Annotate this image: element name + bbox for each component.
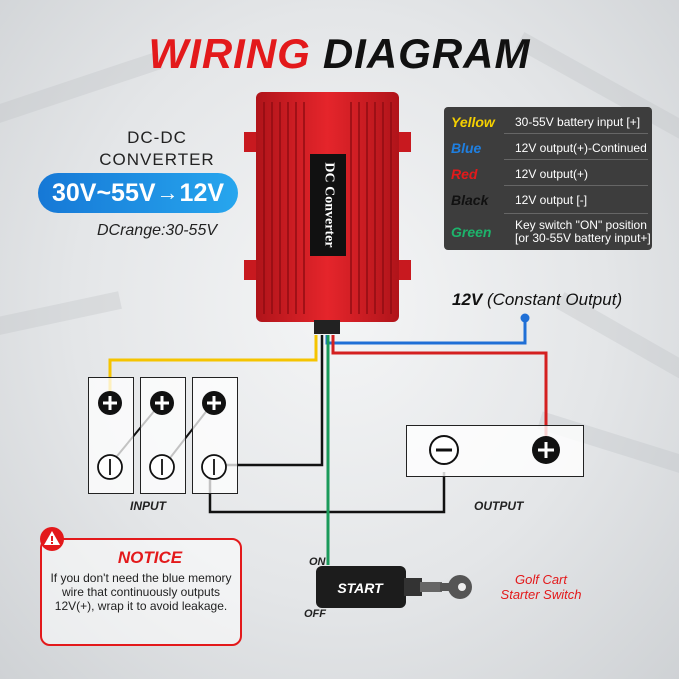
dc-range-text: DCrange:30-55V	[96, 222, 218, 239]
minus-icon	[201, 454, 227, 480]
output-note-text: (Constant Output)	[486, 290, 623, 309]
golf-cart-label: Golf Cart Starter Switch	[486, 572, 596, 602]
legend-name-red: Red	[451, 166, 478, 182]
legend-desc-red: 12V output(+)	[515, 166, 589, 181]
plus-icon	[202, 391, 226, 415]
blue-wire-terminal	[520, 313, 530, 323]
legend-name-blue: Blue	[451, 140, 482, 156]
notice-box	[40, 538, 242, 646]
start-label: START	[337, 580, 383, 596]
wire-color-legend: Yellow 30-55V battery input [+] Blue 12V…	[444, 107, 652, 250]
range-to: 12V	[179, 178, 225, 207]
golf-cart-line2: Starter Switch	[500, 587, 582, 602]
legend-desc-green: Key switch "ON" position	[515, 218, 647, 232]
legend-desc-blue: 12V output(+)-Continued	[515, 140, 647, 155]
on-label: ON	[309, 556, 326, 568]
legend-row-black: Black 12V output [-]	[444, 189, 652, 211]
output-note: 12V (Constant Output)	[452, 290, 622, 310]
converter-label-line1: DC-DC	[127, 128, 187, 147]
legend-row-yellow: Yellow 30-55V battery input [+]	[444, 111, 652, 133]
key-icon	[440, 575, 472, 599]
legend-row-blue: Blue 12V output(+)-Continued	[444, 137, 652, 159]
off-label: OFF	[304, 608, 326, 620]
minus-icon	[149, 454, 175, 480]
warning-icon	[40, 527, 64, 551]
voltage-range-pill: 30V~55V → 12V	[38, 173, 238, 213]
minus-icon	[97, 454, 123, 480]
legend-desc-black: 12V output [-]	[515, 192, 588, 207]
output-note-value: 12V	[452, 290, 483, 309]
title-word-wiring: WIRING	[148, 30, 311, 77]
plus-icon	[150, 391, 174, 415]
legend-name-black: Black	[451, 192, 489, 208]
input-label: INPUT	[130, 499, 166, 513]
notice-text: If you don't need the blue memory wire t…	[50, 571, 232, 613]
plus-icon	[532, 436, 560, 464]
converter-label-line2: CONVERTER	[99, 150, 215, 169]
range-from: 30V~55V	[51, 178, 156, 207]
legend-desc-yellow: 30-55V battery input [+]	[515, 114, 641, 129]
title-word-diagram: DIAGRAM	[322, 30, 531, 77]
range-arrow: →	[156, 180, 179, 205]
legend-row-red: Red 12V output(+)	[444, 163, 652, 185]
dc-converter-device	[244, 92, 411, 334]
plus-icon	[98, 391, 122, 415]
output-label: OUTPUT	[474, 499, 524, 513]
black-wire-neg-input	[232, 335, 324, 467]
starter-switch	[316, 566, 472, 608]
legend-desc-green-2: [or 30-55V battery input+]	[515, 231, 651, 245]
legend-row-green: Green Key switch "ON" position [or 30-55…	[444, 217, 652, 247]
legend-name-green: Green	[451, 224, 492, 240]
red-wire	[331, 335, 548, 438]
minus-icon	[429, 435, 459, 465]
notice-title: NOTICE	[117, 548, 183, 567]
legend-name-yellow: Yellow	[451, 114, 495, 130]
golf-cart-line1: Golf Cart	[514, 572, 567, 587]
